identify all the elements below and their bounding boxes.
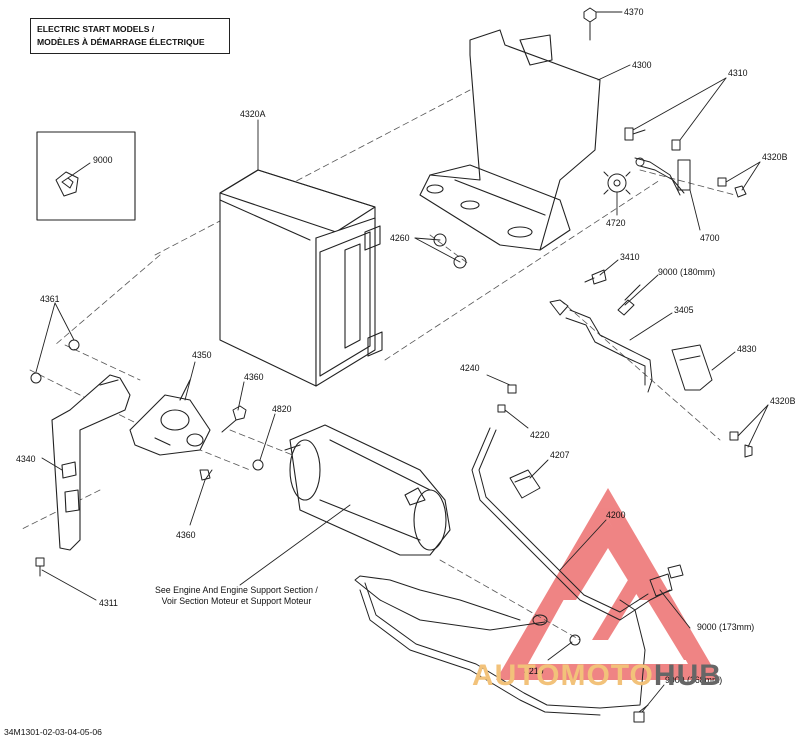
star-washer [603, 171, 631, 195]
positive-cable [549, 269, 653, 393]
callout-4210: 4210 [524, 666, 544, 676]
note-line-english: See Engine And Engine Support Section / [155, 585, 318, 595]
header-line-english: ELECTRIC START MODELS / [37, 24, 155, 34]
watermark-logo [496, 488, 720, 680]
watermark-part-2: HUB [653, 659, 722, 692]
callout-4320B-top: 4320B [762, 152, 788, 162]
callout-4240: 4240 [460, 363, 480, 373]
battery-support-bracket [419, 29, 601, 251]
callout-3405: 3405 [674, 305, 694, 315]
callout-3410: 3410 [620, 252, 640, 262]
callout-4360-top: 4360 [244, 372, 264, 382]
callout-9000-inset: 9000 [93, 155, 113, 165]
callout-4300: 4300 [632, 60, 652, 70]
callout-4350: 4350 [192, 350, 212, 360]
note-line-french: Voir Section Moteur et Support Moteur [161, 596, 312, 606]
starter-cable [471, 427, 684, 621]
starter-solenoid [129, 379, 211, 456]
callout-4720: 4720 [606, 218, 626, 228]
ground-cable-loop [354, 575, 646, 716]
watermark-text: AUTOMOTOHUB [472, 660, 722, 692]
callout-4310: 4310 [728, 68, 748, 78]
solenoid-bracket [51, 374, 131, 551]
fasteners [30, 7, 753, 723]
callout-4207: 4207 [550, 450, 570, 460]
header-line-french: MODÈLES À DÉMARRAGE ÉLECTRIQUE [37, 37, 205, 47]
drawing-reference-number: 34M1301-02-03-04-05-06 [4, 727, 102, 737]
callout-4700: 4700 [700, 233, 720, 243]
callout-9000-173mm: 9000 (173mm) [697, 622, 755, 632]
battery [219, 169, 383, 387]
engine-section-note: See Engine And Engine Support Section / … [155, 585, 318, 607]
inset-box [36, 131, 136, 221]
callout-leader-lines [35, 11, 769, 713]
callout-4820: 4820 [272, 404, 292, 414]
callout-4320A: 4320A [240, 109, 266, 119]
callout-4220: 4220 [530, 430, 550, 440]
terminal-cap [671, 344, 713, 391]
starter-motor [284, 424, 451, 556]
ground-cable [634, 157, 691, 196]
callout-4260: 4260 [390, 233, 410, 243]
callout-9000-368mm: 9000 (368mm) [665, 675, 723, 685]
callout-4360-bottom: 4360 [176, 530, 196, 540]
callout-4311: 4311 [99, 598, 118, 608]
callout-4340: 4340 [16, 454, 36, 464]
callout-4361: 4361 [40, 294, 60, 304]
model-header-box: ELECTRIC START MODELS / MODÈLES À DÉMARR… [30, 18, 230, 54]
cable-clip [509, 469, 541, 499]
watermark-part-1: AUTOMOTO [472, 659, 654, 692]
callout-4200: 4200 [606, 510, 626, 520]
callout-9000-180mm: 9000 (180mm) [658, 267, 716, 277]
callout-4830: 4830 [737, 344, 757, 354]
callout-4370: 4370 [624, 7, 644, 17]
callout-4320B-bottom: 4320B [770, 396, 796, 406]
